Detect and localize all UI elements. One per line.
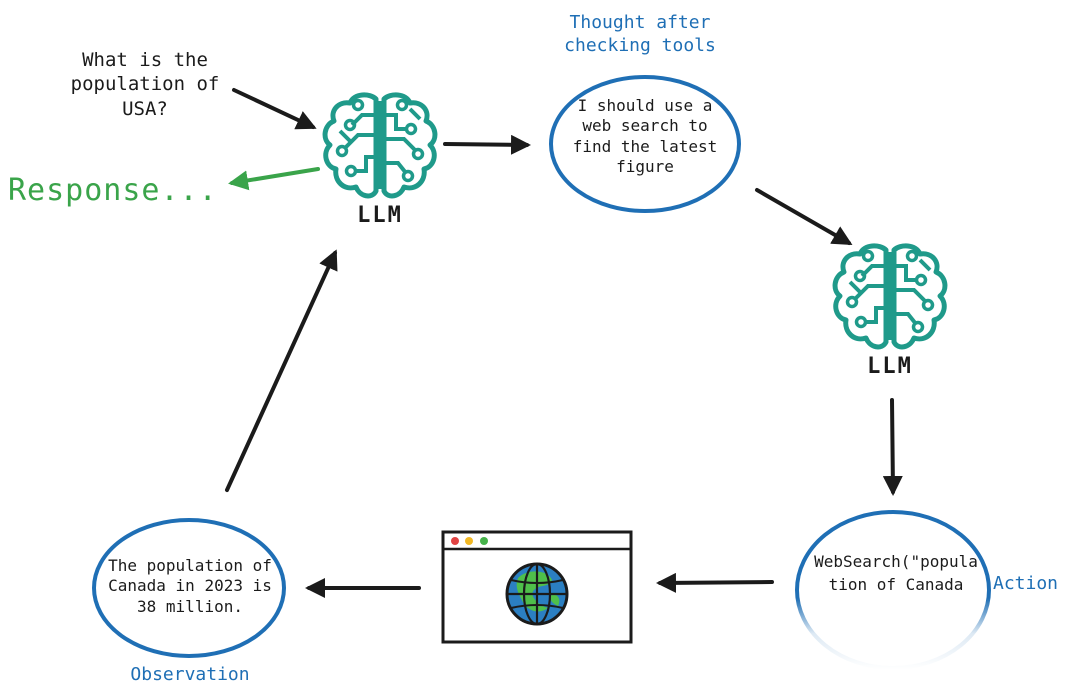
- llm-top-brain-icon: [325, 95, 435, 196]
- thought-title: Thought after checking tools: [564, 12, 716, 57]
- question-text: What is the population of USA?: [70, 49, 220, 120]
- llm-right-label: LLM: [867, 354, 913, 379]
- llm-top-label: LLM: [357, 203, 403, 228]
- observation-ellipse: [92, 518, 286, 658]
- action-text: WebSearch("popula tion of Canada: [814, 552, 978, 595]
- action-label: Action: [993, 573, 1059, 594]
- bottom-right-fade: [780, 598, 1072, 700]
- arrow-action-to-browser: [656, 572, 774, 593]
- arrow-observation-to-llm: [225, 249, 338, 492]
- arrow-llm-to-action: [882, 398, 903, 496]
- globe-icon: [505, 562, 569, 626]
- observation-text: The population of Canada in 2023 is 38 m…: [108, 556, 272, 616]
- browser-window-icon: [441, 530, 633, 644]
- response-text: Response...: [8, 173, 218, 208]
- arrow-llm-to-response: [228, 167, 320, 191]
- arrow-llm-to-thought: [443, 134, 531, 155]
- llm-right-brain-icon: [835, 246, 945, 347]
- thought-text: I should use a web search to find the la…: [572, 96, 718, 177]
- thought-ellipse: [549, 75, 741, 213]
- arrow-question-to-llm: [232, 88, 317, 130]
- observation-label: Observation: [130, 664, 250, 685]
- arrow-thought-to-llm: [755, 188, 853, 245]
